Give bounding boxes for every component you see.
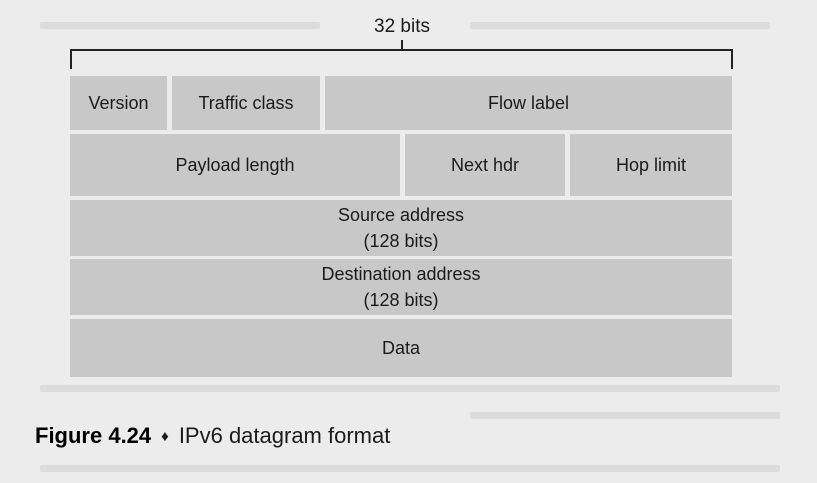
caption-separator: ♦ <box>161 428 169 445</box>
figure-number: Figure 4.24 <box>35 423 152 448</box>
bleed-line <box>40 385 780 392</box>
field-payload-length: Payload length <box>70 134 400 196</box>
field-next-hdr: Next hdr <box>405 134 565 196</box>
field-version: Version <box>70 76 167 130</box>
field-traffic-class-label: Traffic class <box>198 92 294 113</box>
bleed-line <box>470 412 780 419</box>
field-destination-address-label: Destination address <box>321 263 481 284</box>
field-payload-length-label: Payload length <box>175 154 295 175</box>
bleed-line <box>40 465 780 472</box>
field-destination-address-size: (128 bits) <box>363 290 439 310</box>
field-hop-limit: Hop limit <box>570 134 732 196</box>
figure-caption: Figure 4.24 ♦ IPv6 datagram format <box>35 423 390 449</box>
field-flow-label-label: Flow label <box>487 92 570 113</box>
field-source-address: Source address (128 bits) <box>70 200 732 256</box>
bleed-line <box>40 22 320 29</box>
width-bracket-left <box>70 49 72 69</box>
field-next-hdr-label: Next hdr <box>450 154 520 175</box>
field-data: Data <box>70 319 732 377</box>
field-source-address-size: (128 bits) <box>363 231 439 251</box>
field-data-label: Data <box>381 337 421 358</box>
field-version-label: Version <box>88 92 149 113</box>
field-flow-label: Flow label <box>325 76 732 130</box>
field-source-address-label: Source address <box>337 204 465 225</box>
width-label: 32 bits <box>374 16 430 37</box>
width-bracket-center <box>401 40 403 50</box>
bleed-line <box>470 22 770 29</box>
width-bracket <box>70 49 732 51</box>
field-traffic-class: Traffic class <box>172 76 320 130</box>
width-bracket-right <box>731 49 733 69</box>
field-destination-address: Destination address (128 bits) <box>70 259 732 315</box>
figure-title: IPv6 datagram format <box>178 423 391 448</box>
field-hop-limit-label: Hop limit <box>615 154 686 175</box>
